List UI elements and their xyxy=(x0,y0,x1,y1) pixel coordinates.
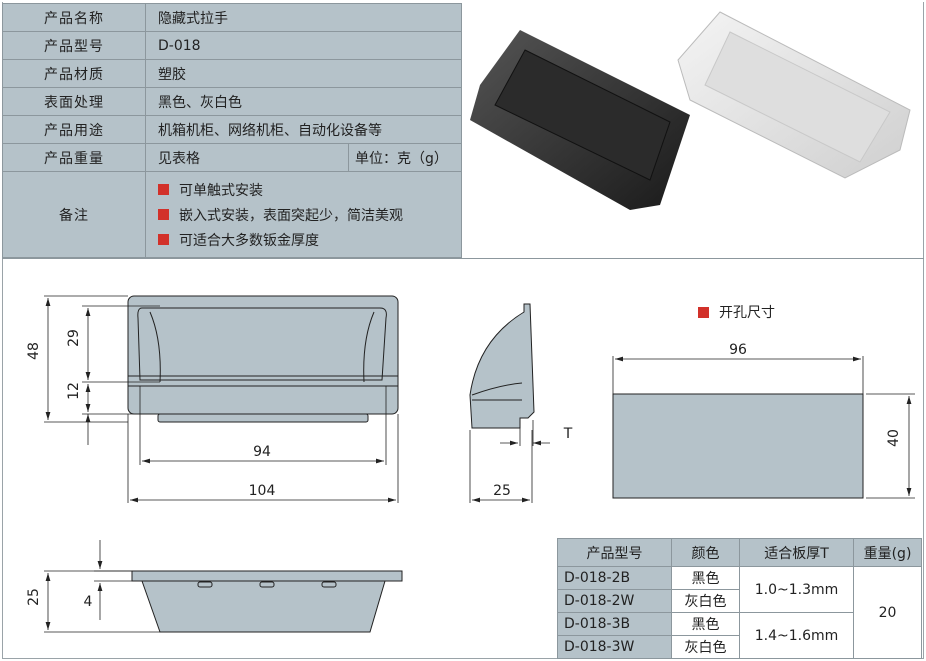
dim-label: 25 xyxy=(26,588,42,606)
note-item: 可单触式安装 xyxy=(158,177,461,202)
spec-value: 见表格 xyxy=(145,143,349,172)
note-text: 可适合大多数钣金厚度 xyxy=(179,232,319,249)
spec-value: 塑胶 xyxy=(145,59,462,88)
dim-label: 96 xyxy=(729,342,747,358)
thickness-cell: 1.4~1.6mm xyxy=(739,612,854,659)
spec-value: 黑色、灰白色 xyxy=(145,87,462,116)
spec-value: 机箱机柜、网络机柜、自动化设备等 xyxy=(145,115,462,144)
notes-label: 备注 xyxy=(2,171,146,258)
note-text: 嵌入式安装，表面突起少，简洁美观 xyxy=(179,207,403,224)
model-cell: D-018-2W xyxy=(557,589,672,613)
bullet-square-icon xyxy=(698,306,709,318)
color-cell: 黑色 xyxy=(671,566,740,590)
table-header: 产品型号 颜色 适合板厚T 重量(g) xyxy=(557,538,922,567)
side-view-drawing xyxy=(469,303,535,429)
notes-list: 可单触式安装 嵌入式安装，表面突起少，简洁美观 可适合大多数钣金厚度 xyxy=(145,171,462,258)
weight-cell: 20 xyxy=(853,566,922,659)
model-cell: D-018-3B xyxy=(557,612,672,636)
dim-label: 29 xyxy=(66,329,82,347)
dim-label: 94 xyxy=(253,444,271,460)
column-header: 颜色 xyxy=(671,538,740,567)
bottom-view-drawing xyxy=(131,570,403,633)
cutout-drawing xyxy=(612,393,864,499)
color-cell: 黑色 xyxy=(671,612,740,636)
spec-label: 表面处理 xyxy=(2,87,146,116)
dimension-lines xyxy=(44,295,915,633)
note-text: 可单触式安装 xyxy=(179,182,263,199)
dim-label: 25 xyxy=(493,483,511,499)
column-header: 产品型号 xyxy=(557,538,672,567)
model-cell: D-018-2B xyxy=(557,566,672,590)
cutout-title-text: 开孔尺寸 xyxy=(719,305,775,321)
note-item: 可适合大多数钣金厚度 xyxy=(158,227,461,252)
table-row: 备注 可单触式安装 嵌入式安装，表面突起少，简洁美观 可适合大多数钣金厚度 xyxy=(2,171,462,258)
table-row: 表面处理黑色、灰白色 xyxy=(2,87,462,116)
weight-unit: 单位：克（g） xyxy=(348,143,462,172)
dim-label: 12 xyxy=(66,382,82,400)
thickness-cell: 1.0~1.3mm xyxy=(739,566,854,613)
bullet-square-icon xyxy=(158,234,169,245)
color-cell: 灰白色 xyxy=(671,589,740,613)
dim-label: 104 xyxy=(249,483,276,499)
dim-label: T xyxy=(563,426,573,442)
note-item: 嵌入式安装，表面突起少，简洁美观 xyxy=(158,202,461,227)
dim-label: 4 xyxy=(84,594,93,610)
column-header: 适合板厚T xyxy=(739,538,854,567)
front-view-drawing xyxy=(127,295,399,423)
spec-value: D-018 xyxy=(145,31,462,60)
column-header: 重量(g) xyxy=(853,538,922,567)
model-cell: D-018-3W xyxy=(557,635,672,659)
cutout-title: 开孔尺寸 xyxy=(698,302,775,322)
divider xyxy=(2,258,924,259)
dim-label: 40 xyxy=(886,429,902,447)
bullet-square-icon xyxy=(158,209,169,220)
table-row: 产品用途机箱机柜、网络机柜、自动化设备等 xyxy=(2,115,462,144)
bullet-square-icon xyxy=(158,184,169,195)
dim-label: 48 xyxy=(26,342,42,360)
product-photo-black xyxy=(470,30,690,210)
product-photo-white xyxy=(677,11,911,179)
spec-label: 产品名称 xyxy=(2,3,146,32)
color-cell: 灰白色 xyxy=(671,635,740,659)
